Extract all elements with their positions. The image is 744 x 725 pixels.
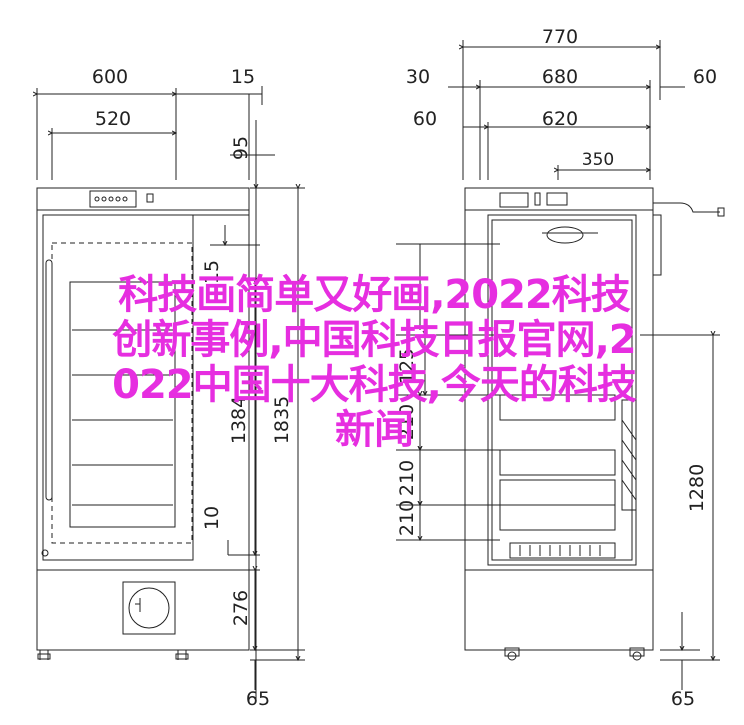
dim-210-c: 210 <box>396 500 418 536</box>
right-dimension-labels: 770 680 30 60 60 620 350 125 210 210 210… <box>396 26 717 710</box>
dim-15-top: 15 <box>231 66 255 88</box>
dim-65-left: 65 <box>246 688 270 710</box>
overlay-line-2: 创新事例,中国科技日报官网,2 <box>112 317 636 363</box>
dim-1835: 1835 <box>271 396 293 444</box>
dim-1384: 1384 <box>228 396 250 444</box>
dim-600: 600 <box>92 66 128 88</box>
dim-10: 10 <box>201 506 223 530</box>
dim-65-right: 65 <box>671 688 695 710</box>
overlay-line-4: 新闻 <box>335 407 414 453</box>
left-front-view <box>37 86 305 700</box>
dim-620: 620 <box>542 108 578 130</box>
overlay-line-3: 022中国十大科技,今天的科技 <box>112 362 637 408</box>
dim-125: 125 <box>396 348 418 384</box>
dim-95: 95 <box>230 136 252 160</box>
dim-210-b: 210 <box>396 460 418 496</box>
dim-770: 770 <box>542 26 578 48</box>
dim-276: 276 <box>230 590 252 626</box>
dim-60-inner: 60 <box>413 108 437 130</box>
overlay-headline: 科技画简单又好画,2022科技 创新事例,中国科技日报官网,2 022中国十大科… <box>14 273 734 453</box>
dim-30: 30 <box>406 66 430 88</box>
dim-15-side: 15 <box>201 260 223 284</box>
left-dimension-labels: 600 520 15 95 15 1384 1835 10 276 65 <box>92 66 293 710</box>
dim-520: 520 <box>95 108 131 130</box>
right-side-view <box>396 40 725 690</box>
dim-680: 680 <box>542 66 578 88</box>
dim-60-right: 60 <box>693 66 717 88</box>
dim-1280: 1280 <box>686 464 708 512</box>
overlay-line-1: 科技画简单又好画,2022科技 <box>118 272 631 318</box>
dim-210-a: 210 <box>396 404 418 440</box>
dim-350: 350 <box>582 150 614 170</box>
